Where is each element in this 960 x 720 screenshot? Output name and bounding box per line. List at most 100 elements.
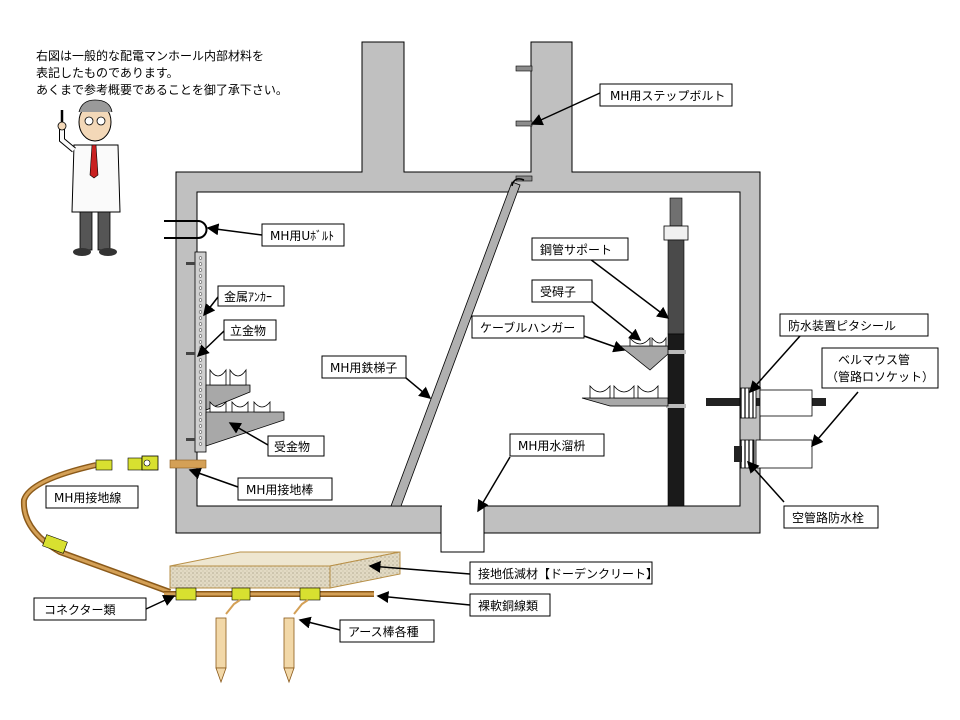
sump-pit (440, 505, 485, 553)
professor-illustration (57, 99, 121, 256)
fitting-hole (198, 394, 203, 398)
fitting-hole (198, 334, 203, 338)
label-vertical-fitting: 立金物 (230, 323, 266, 338)
label-box-bellmouth (821, 347, 939, 389)
arrow-anchor (203, 296, 219, 317)
u-bolt (164, 220, 208, 239)
fitting-hole (198, 382, 203, 386)
label-bellmouth-2: （管路ロソケット） (826, 369, 934, 384)
fitting-hole (198, 376, 203, 380)
arrow-ladder (405, 377, 432, 399)
intro-line-1: 右図は一般的な配電マンホール内部材料を (36, 49, 265, 63)
arrow-connector (145, 594, 176, 610)
label-bare-copper: 裸軟銅線類 (478, 598, 538, 613)
steel-pipe-support (663, 197, 689, 507)
fitting-hole (198, 400, 203, 404)
arrow-insulator (589, 299, 642, 341)
ground-wire (20, 455, 207, 595)
label-earth-rods: アース棒各種 (348, 624, 419, 639)
label-ground-rod: MH用接地棒 (246, 482, 313, 497)
label-box-insulator (531, 279, 593, 303)
label-connectors: コネクター類 (44, 603, 116, 617)
intro-text: 右図は一般的な配電マンホール内部材料を 表記したものであります。 あくまで参考概… (36, 48, 288, 99)
label-receiving-fitting: 受金物 (274, 439, 310, 454)
label-iron-ladder: MH用鉄梯子 (330, 360, 397, 375)
fitting-hole (198, 340, 203, 344)
label-box-ladder (321, 355, 407, 379)
label-box-ground-wire (45, 485, 139, 509)
label-box-plug (783, 505, 879, 529)
fitting-hole (198, 370, 203, 374)
label-box-seal (779, 313, 929, 337)
label-box-earth-rod (339, 619, 435, 643)
fitting-hole (198, 322, 203, 326)
fitting-hole (198, 388, 203, 392)
label-ground-wire: MH用接地線 (54, 490, 121, 505)
label-box-connector (33, 597, 147, 621)
fitting-hole (198, 364, 203, 368)
label-box-receiving (267, 435, 325, 457)
label-u-bolt: MH用Uﾎﾞﾙﾄ (270, 229, 334, 243)
label-box-pipe-support (531, 237, 629, 261)
fitting-hole (198, 292, 203, 296)
fitting-hole (198, 424, 203, 428)
arrow-u-bolt (206, 223, 263, 236)
label-box-u-bolt (261, 223, 345, 247)
arrow-plug (746, 460, 785, 503)
label-box-anchor (217, 285, 285, 307)
fitting-hole (198, 418, 203, 422)
arrow-bellmouth (811, 391, 859, 448)
fitting-hole (198, 310, 203, 314)
label-sump: MH用水溜枡 (518, 438, 585, 453)
label-box-reducer (469, 561, 653, 585)
intro-line-3: あくまで参考概要であることを御了承下さい。 (36, 83, 288, 97)
cable-hanger (581, 336, 669, 407)
fitting-hole (198, 316, 203, 320)
ground-reducer-slab (169, 551, 401, 589)
fitting-hole (198, 328, 203, 332)
fitting-hole (198, 274, 203, 278)
fitting-hole (198, 412, 203, 416)
arrow-seal (749, 335, 801, 394)
label-bellmouth-1: ベルマウス管 (838, 352, 910, 367)
arrow-reducer (368, 560, 471, 575)
arrow-receiving (228, 422, 269, 446)
arrow-vertical (196, 330, 225, 358)
arrow-step-bolt (530, 92, 601, 126)
fitting-hole (198, 298, 203, 302)
fitting-hole (198, 430, 203, 434)
bellmouth-pipe (706, 387, 826, 469)
arrow-copper (376, 591, 471, 606)
arrow-pipe-support (585, 255, 670, 319)
fitting-hole (198, 442, 203, 446)
label-pipe-support: 鋼管サポート (540, 242, 612, 257)
label-box-copper (469, 593, 551, 617)
fitting-hole (198, 286, 203, 290)
label-waterproof-seal: 防水装置ピタシール (788, 318, 896, 333)
label-box-cable-hanger (471, 315, 585, 339)
receiving-fitting-left (205, 368, 285, 447)
fitting-hole (198, 304, 203, 308)
step-bolts (515, 65, 533, 182)
label-step-bolt: MH用ステップボルト (610, 89, 725, 103)
fitting-hole (198, 406, 203, 410)
fitting-hole (198, 280, 203, 284)
iron-ladder (390, 178, 525, 507)
fitting-hole (198, 346, 203, 350)
label-box-step-bolt (599, 83, 733, 107)
arrow-cable-hanger (583, 335, 626, 353)
fitting-hole (198, 256, 203, 260)
label-box-ground-rod (237, 477, 333, 501)
label-insulator: 受碍子 (540, 285, 576, 299)
label-empty-duct-plug: 空管路防水栓 (792, 510, 864, 525)
arrow-sump (477, 456, 511, 513)
label-cable-hanger: ケーブルハンガー (480, 320, 575, 335)
earth-rods (215, 599, 309, 684)
fitting-hole (198, 436, 203, 440)
fitting-hole (198, 262, 203, 266)
arrow-earth-rod (298, 616, 341, 631)
fitting-hole (198, 268, 203, 272)
fitting-hole (198, 358, 203, 362)
